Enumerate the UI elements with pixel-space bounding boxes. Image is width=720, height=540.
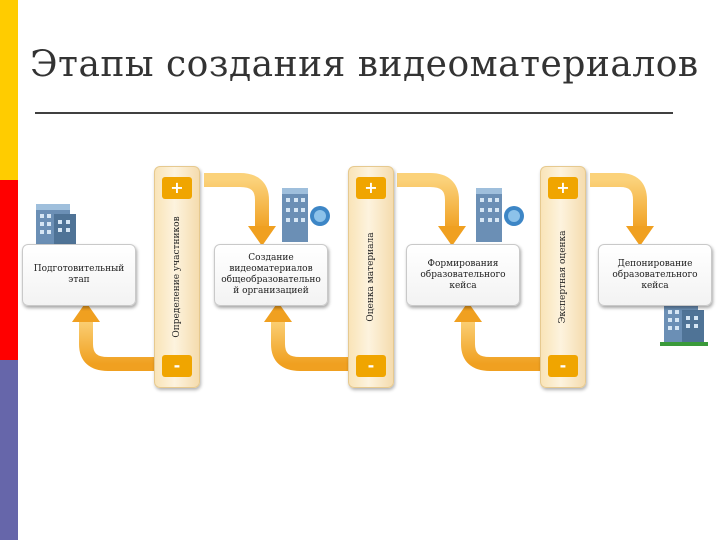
gate-label: Определение участников bbox=[172, 216, 182, 338]
accent-bar-purple bbox=[0, 360, 18, 540]
plus-sign: + bbox=[548, 177, 578, 199]
building-icon bbox=[476, 188, 524, 242]
stage-label: Создание видеоматериалов общеобразовател… bbox=[221, 253, 321, 296]
minus-sign: - bbox=[356, 355, 386, 377]
accent-bar-red bbox=[0, 180, 18, 360]
gate-participants: + Определение участников - bbox=[154, 166, 200, 388]
building-icon bbox=[660, 300, 708, 346]
arrow-forward-2 bbox=[397, 173, 466, 246]
gate-label: Экспертная оценка bbox=[558, 230, 568, 324]
accent-bar-yellow bbox=[0, 0, 18, 180]
plus-sign: + bbox=[356, 177, 386, 199]
stage-box-creation: Создание видеоматериалов общеобразовател… bbox=[214, 244, 328, 306]
arrow-forward-3 bbox=[590, 173, 654, 246]
minus-sign: - bbox=[548, 355, 578, 377]
stage-label: Подготовительный этап bbox=[33, 264, 125, 285]
stage-box-formation: Формирования образовательного кейса bbox=[406, 244, 520, 306]
arrow-forward-1 bbox=[204, 173, 276, 246]
title-divider bbox=[35, 112, 673, 114]
minus-sign: - bbox=[162, 355, 192, 377]
plus-sign: + bbox=[162, 177, 192, 199]
stage-box-preparatory: Подготовительный этап bbox=[22, 244, 136, 306]
building-icon bbox=[282, 188, 330, 242]
arrow-back-3 bbox=[454, 302, 542, 371]
gate-material-evaluation: + Оценка материала - bbox=[348, 166, 394, 388]
page-title: Этапы создания видеоматериалов bbox=[30, 44, 699, 85]
stage-label: Формирования образовательного кейса bbox=[420, 258, 506, 291]
stage-box-deposit: Депонирование образовательного кейса bbox=[598, 244, 712, 306]
gate-expert-evaluation: + Экспертная оценка - bbox=[540, 166, 586, 388]
stage-label: Депонирование образовательного кейса bbox=[612, 258, 698, 291]
gate-label: Оценка материала bbox=[366, 232, 376, 322]
arrow-back-2 bbox=[264, 302, 350, 371]
arrow-back-1 bbox=[72, 302, 156, 371]
